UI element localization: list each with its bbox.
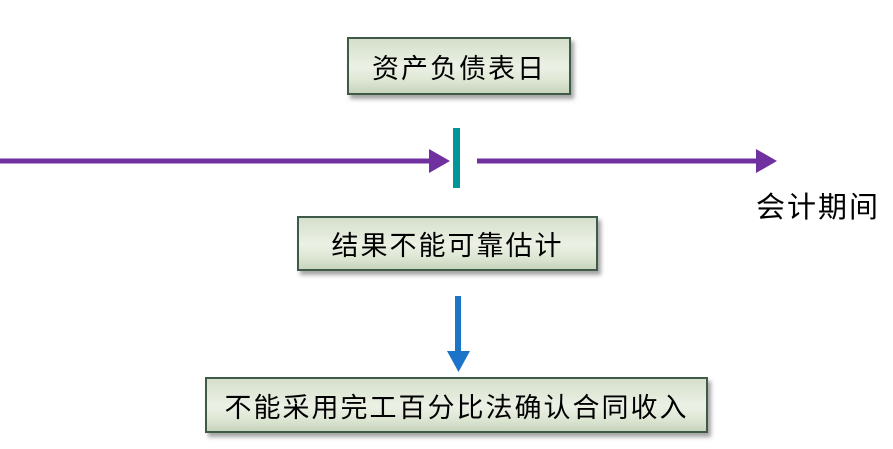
conclusion-label: 不能采用完工百分比法确认合同收入 (224, 392, 689, 423)
balance-date-divider-icon (453, 128, 460, 188)
timeline-left-arrowhead-icon (429, 149, 450, 173)
balance-sheet-date-label: 资产负债表日 (372, 53, 546, 84)
result-not-reliable-label: 结果不能可靠估计 (331, 231, 564, 261)
down-arrow-head-icon (447, 351, 470, 372)
result-not-reliable-box: 结果不能可靠估计 (297, 216, 598, 271)
timeline-right-arrowhead-icon (756, 149, 777, 173)
timeline-arrow-right (477, 149, 777, 173)
accounting-period-label: 会计期间 (756, 192, 881, 224)
timeline-arrow-left (0, 149, 450, 173)
down-arrow (447, 296, 470, 372)
conclusion-box: 不能采用完工百分比法确认合同收入 (205, 377, 708, 433)
balance-sheet-date-box: 资产负债表日 (347, 37, 571, 95)
